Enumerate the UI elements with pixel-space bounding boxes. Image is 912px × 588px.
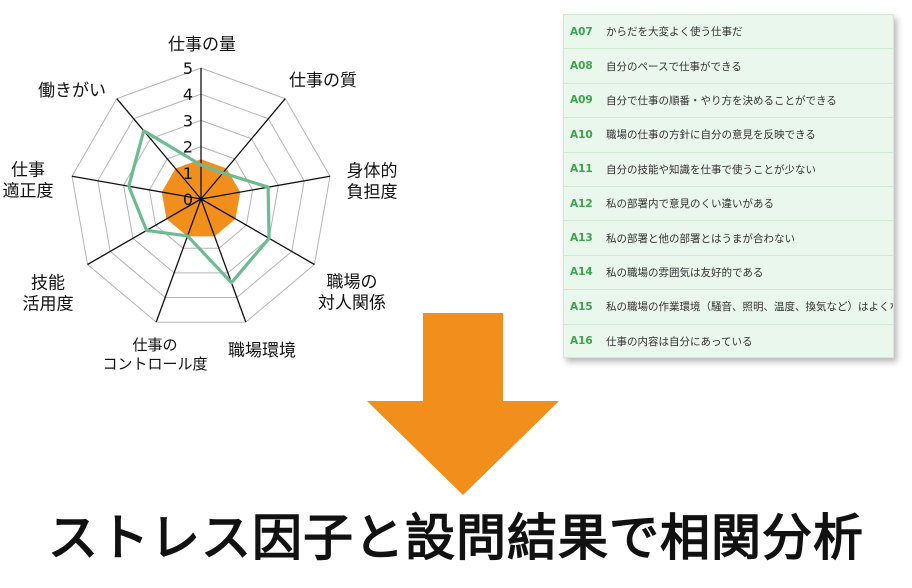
question-text: 自分の技能や知識を仕事で使うことが少ない	[606, 163, 816, 176]
axis-label: 対人関係	[318, 294, 386, 314]
axis-spoke	[71, 175, 202, 200]
tick-label: 2	[183, 138, 193, 157]
question-text: 私の部署と他の部署とはうまが合わない	[606, 232, 795, 245]
question-row: A14 私の職場の雰囲気は友好的である	[564, 256, 893, 291]
axis-spoke	[155, 198, 202, 323]
question-row: A15 私の職場の作業環境（騒音、照明、温度、換気など）はよくない	[564, 290, 894, 325]
question-row: A12 私の部署内で意見のくい違いがある	[564, 187, 893, 222]
question-code: A09	[570, 94, 593, 107]
question-text: からだを大変よく使う仕事だ	[606, 26, 743, 39]
question-text: 自分のペースで仕事ができる	[606, 60, 742, 73]
axis-label: 技能	[31, 274, 65, 294]
tick-label: 4	[183, 85, 193, 104]
axis-label: 身体的	[347, 162, 398, 182]
question-code: A14	[570, 266, 593, 279]
question-code: A11	[570, 163, 593, 176]
question-row: A07 からだを大変よく使う仕事だ	[564, 15, 893, 50]
grid-ring	[123, 119, 279, 274]
axis-label: 働きがい	[38, 81, 106, 101]
axis-label: 仕事の質	[289, 71, 357, 91]
question-code: A12	[570, 197, 593, 210]
axis-spoke	[200, 198, 315, 266]
question-text: 自分で仕事の順番・やり方を決めることができる	[606, 94, 837, 107]
axis-spoke	[200, 198, 247, 323]
question-row: A08 自分のペースで仕事ができる	[564, 49, 893, 84]
tick-label: 0	[183, 190, 193, 209]
question-code: A08	[570, 60, 593, 73]
axis-label: 職場環境	[228, 341, 296, 361]
down-arrow-icon	[367, 313, 559, 495]
question-text: 職場の仕事の方針に自分の意見を反映できる	[606, 129, 816, 142]
question-row: A13 私の部署と他の部署とはうまが合わない	[564, 221, 893, 256]
question-row: A09 自分で仕事の順番・やり方を決めることができる	[564, 84, 893, 119]
tick-label: 3	[183, 111, 193, 130]
grid-ring	[97, 93, 305, 298]
axis-spoke	[87, 198, 202, 266]
question-code: A15	[570, 300, 593, 313]
question-text: 私の職場の作業環境（騒音、照明、温度、換気など）はよくない	[606, 301, 894, 314]
axis-label: 仕事の量	[168, 35, 236, 55]
axis-spoke	[200, 98, 286, 200]
axis-label: コントロール度	[102, 355, 207, 373]
axis-label: 仕事	[11, 161, 45, 181]
question-code: A10	[570, 128, 593, 141]
tick-label: 1	[183, 164, 193, 183]
question-text: 仕事の内容は自分にあっている	[606, 335, 753, 348]
question-row: A11 自分の技能や知識を仕事で使うことが少ない	[564, 153, 893, 187]
question-text: 私の部署内で意見のくい違いがある	[606, 198, 774, 211]
axis-label: 活用度	[23, 295, 74, 315]
grid-ring	[71, 67, 331, 323]
axis-label: 負担度	[347, 183, 398, 203]
question-row: A10 職場の仕事の方針に自分の意見を反映できる	[564, 118, 893, 153]
question-row: A16 仕事の内容は自分にあっている	[564, 325, 893, 357]
question-code: A16	[570, 335, 593, 348]
axis-label: 適正度	[3, 182, 54, 202]
question-code: A13	[570, 232, 593, 245]
tick-label: 5	[183, 59, 193, 78]
caption-title: ストレス因子と設問結果で相関分析	[48, 508, 864, 567]
axis-label: 仕事の	[132, 336, 177, 354]
axis-spoke	[116, 98, 202, 200]
question-text: 私の職場の雰囲気は友好的である	[606, 266, 764, 279]
question-code: A07	[570, 25, 593, 38]
question-list-panel: A07 からだを大変よく使う仕事だ A08 自分のペースで仕事ができる A09 自分で仕事…	[563, 14, 894, 358]
axis-label: 職場の	[327, 273, 378, 293]
series-line	[127, 129, 271, 285]
